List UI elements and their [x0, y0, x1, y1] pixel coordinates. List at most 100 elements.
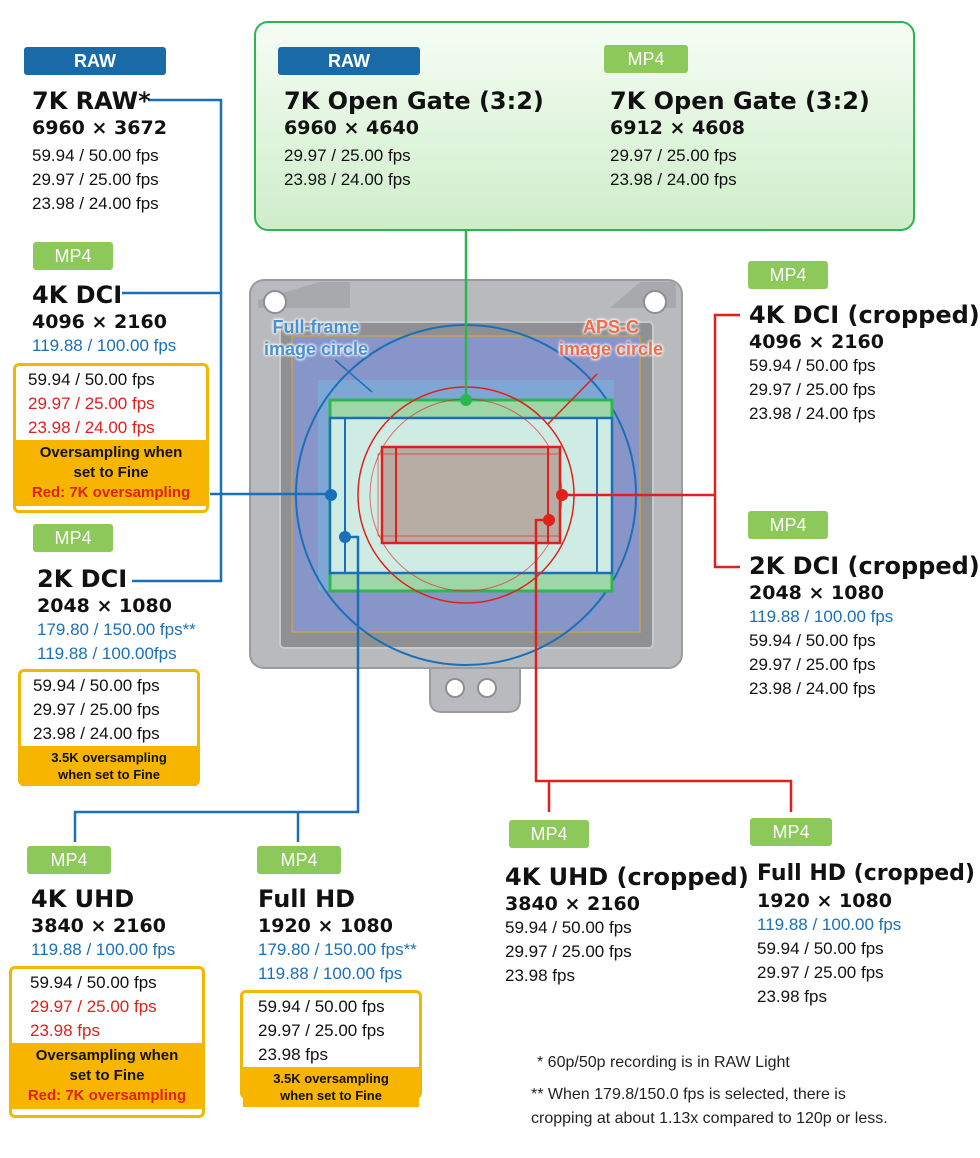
- dci-2k-resolution: 2048 × 1080: [37, 595, 172, 617]
- apsc-label: APS-C image circle: [546, 316, 676, 360]
- oversampling-note: 3.5K oversampling when set to Fine: [21, 746, 197, 786]
- raw-7k-resolution: 6960 × 3672: [32, 117, 167, 139]
- raw-badge: RAW: [278, 47, 420, 75]
- full-hd-title: Full HD: [258, 885, 356, 913]
- apsc-crop-frame: [380, 445, 562, 545]
- open-gate-mp4-block: 7K Open Gate (3:2) 6912 × 4608 29.97 / 2…: [610, 86, 870, 192]
- fps-row: 23.98 fps: [757, 987, 827, 1006]
- dci-2k-oversampling-box: 59.94 / 50.00 fps 29.97 / 25.00 fps 23.9…: [18, 669, 200, 786]
- fps-row: 29.97 / 25.00 fps: [610, 146, 737, 165]
- fps-row: 29.97 / 25.00 fps: [33, 700, 160, 719]
- fps-row: 119.88 / 100.00 fps: [32, 336, 177, 355]
- mp4-badge: MP4: [33, 524, 113, 552]
- open-gate-raw-block: 7K Open Gate (3:2) 6960 × 4640 29.97 / 2…: [284, 86, 544, 192]
- open-gate-raw-resolution: 6960 × 4640: [284, 117, 419, 139]
- fps-row: 59.94 / 50.00 fps: [757, 939, 884, 958]
- fps-row: 23.98 / 24.00 fps: [284, 170, 411, 189]
- fps-row: 59.94 / 50.00 fps: [30, 973, 157, 992]
- dci-2k-block: 2K DCI 2048 × 1080 179.80 / 150.00 fps**…: [37, 564, 196, 666]
- footnote-crop-line1: ** When 179.8/150.0 fps is selected, the…: [531, 1086, 846, 1103]
- fps-row: 23.98 / 24.00 fps: [32, 194, 159, 213]
- fps-row: 23.98 / 24.00 fps: [610, 170, 737, 189]
- dci-2k-crop-block: 2K DCI (cropped) 2048 × 1080 119.88 / 10…: [749, 551, 980, 701]
- fps-row: 23.98 / 24.00 fps: [749, 679, 876, 698]
- uhd-4k-block: 4K UHD 3840 × 2160 119.88 / 100.00 fps: [31, 884, 175, 962]
- dci-4k-oversampling-box: 59.94 / 50.00 fps 29.97 / 25.00 fps 23.9…: [13, 363, 209, 513]
- mp4-badge: MP4: [27, 846, 111, 874]
- oversampling-note: Oversampling when set to Fine Red: 7K ov…: [12, 1043, 202, 1109]
- fps-row: 119.88 / 100.00 fps: [749, 607, 894, 626]
- fps-row: 29.97 / 25.00 fps: [284, 146, 411, 165]
- dci-4k-crop-resolution: 4096 × 2160: [749, 331, 884, 353]
- fps-row: 119.88 / 100.00 fps: [31, 940, 176, 959]
- raw-7k-block: 7K RAW* 6960 × 3672 59.94 / 50.00 fps 29…: [32, 86, 167, 216]
- uhd-4k-crop-resolution: 3840 × 2160: [505, 893, 640, 915]
- fps-row: 29.97 / 25.00 fps: [30, 997, 157, 1016]
- oversampling-note-line: Oversampling when: [35, 1047, 179, 1064]
- footnote-crop: ** When 179.8/150.0 fps is selected, the…: [531, 1083, 888, 1131]
- fps-row: 59.94 / 50.00 fps: [32, 146, 159, 165]
- dci-2k-crop-title: 2K DCI (cropped): [749, 552, 980, 580]
- oversampling-note-red: Red: 7K oversampling: [27, 1087, 187, 1104]
- fps-row: 29.97 / 25.00 fps: [32, 170, 159, 189]
- fps-row: 29.97 / 25.00 fps: [757, 963, 884, 982]
- fps-row: 29.97 / 25.00 fps: [749, 655, 876, 674]
- fps-row: 29.97 / 25.00 fps: [505, 942, 632, 961]
- fps-row: 29.97 / 25.00 fps: [258, 1021, 385, 1040]
- dci-4k-title: 4K DCI: [32, 281, 123, 309]
- fps-row: 29.97 / 25.00 fps: [28, 394, 155, 413]
- oversampling-note-red: Red: 7K oversampling: [31, 484, 191, 501]
- fps-row: 59.94 / 50.00 fps: [505, 918, 632, 937]
- full-hd-crop-resolution: 1920 × 1080: [757, 890, 892, 912]
- dci-4k-block: 4K DCI 4096 × 2160 119.88 / 100.00 fps: [32, 280, 176, 358]
- oversampling-note-line: when set to Fine: [280, 1088, 382, 1103]
- oversampling-note-line: 3.5K oversampling: [273, 1071, 389, 1086]
- mp4-badge: MP4: [509, 820, 589, 848]
- mp4-badge: MP4: [750, 818, 832, 846]
- full-hd-resolution: 1920 × 1080: [258, 915, 393, 937]
- dci-4k-crop-block: 4K DCI (cropped) 4096 × 2160 59.94 / 50.…: [749, 300, 980, 426]
- fps-row: 59.94 / 50.00 fps: [749, 356, 876, 375]
- open-gate-mp4-title: 7K Open Gate (3:2): [610, 87, 870, 115]
- fullframe-label-line2: image circle: [263, 339, 369, 359]
- apsc-label-line1: APS-C: [582, 317, 639, 337]
- oversampling-note-line: 3.5K oversampling: [51, 750, 167, 765]
- footnote-crop-line2: cropping at about 1.13x compared to 120p…: [531, 1110, 888, 1127]
- fps-row: 23.98 fps: [258, 1045, 328, 1064]
- oversampling-note-line: when set to Fine: [58, 767, 160, 782]
- fps-row: 59.94 / 50.00 fps: [33, 676, 160, 695]
- fps-row: 119.88 / 100.00fps: [37, 644, 177, 663]
- oversampling-note-line: Oversampling when: [39, 444, 183, 461]
- full-hd-oversampling-box: 59.94 / 50.00 fps 29.97 / 25.00 fps 23.9…: [240, 990, 422, 1107]
- fps-row: 59.94 / 50.00 fps: [28, 370, 155, 389]
- mp4-badge: MP4: [748, 261, 828, 289]
- raw-7k-title: 7K RAW*: [32, 87, 151, 115]
- fps-row: 23.98 / 24.00 fps: [28, 418, 155, 437]
- raw-badge: RAW: [24, 47, 166, 75]
- mp4-badge: MP4: [748, 511, 828, 539]
- uhd-4k-resolution: 3840 × 2160: [31, 915, 166, 937]
- full-hd-block: Full HD 1920 × 1080 179.80 / 150.00 fps*…: [258, 884, 417, 986]
- fps-row: 179.80 / 150.00 fps**: [258, 940, 417, 959]
- fps-row: 119.88 / 100.00 fps: [258, 964, 403, 983]
- dci-4k-resolution: 4096 × 2160: [32, 311, 167, 333]
- fps-row: 23.98 / 24.00 fps: [749, 404, 876, 423]
- mp4-badge: MP4: [604, 45, 688, 73]
- fps-row: 119.88 / 100.00 fps: [757, 915, 902, 934]
- oversampling-note-line: set to Fine: [73, 464, 149, 481]
- dci-4k-crop-title: 4K DCI (cropped): [749, 301, 980, 329]
- uhd-4k-oversampling-box: 59.94 / 50.00 fps 29.97 / 25.00 fps 23.9…: [9, 966, 205, 1118]
- mp4-badge: MP4: [257, 846, 341, 874]
- full-hd-crop-block: Full HD (cropped) 1920 × 1080 119.88 / 1…: [757, 859, 975, 1009]
- fps-row: 23.98 fps: [30, 1021, 100, 1040]
- fps-row: 23.98 fps: [505, 966, 575, 985]
- dci-2k-crop-resolution: 2048 × 1080: [749, 582, 884, 604]
- fullframe-label: Full-frame image circle: [256, 316, 376, 360]
- fps-row: 59.94 / 50.00 fps: [749, 631, 876, 650]
- open-gate-raw-title: 7K Open Gate (3:2): [284, 87, 544, 115]
- fps-row: 59.94 / 50.00 fps: [258, 997, 385, 1016]
- dci-2k-title: 2K DCI: [37, 565, 128, 593]
- uhd-4k-crop-block: 4K UHD (cropped) 3840 × 2160 59.94 / 50.…: [505, 862, 749, 988]
- fullframe-label-line1: Full-frame: [272, 317, 360, 337]
